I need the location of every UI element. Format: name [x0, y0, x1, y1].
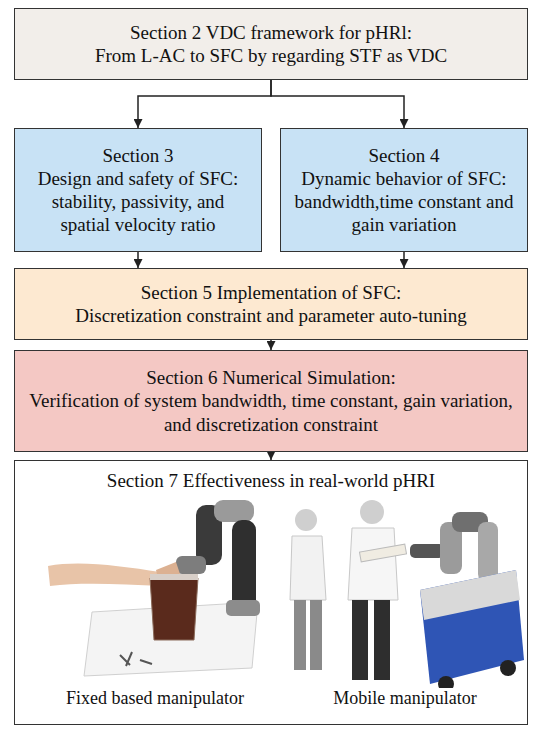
person-leg — [310, 600, 322, 670]
cup-rim — [150, 574, 198, 580]
wheel — [500, 660, 516, 676]
section-box: Section 5 Implementation of SFC:Discreti… — [14, 268, 528, 340]
person-head — [360, 500, 384, 524]
flow-arrow — [403, 252, 405, 268]
section-body: Dynamic behavior of SFC: bandwidth,time … — [293, 167, 515, 237]
robot-link — [478, 522, 498, 582]
text-group: Section 2 VDC framework for pHRl:From L-… — [15, 21, 527, 67]
section-box: Section 6 Numerical Simulation:Verificat… — [14, 350, 528, 452]
section-body: Discretization constraint and parameter … — [27, 304, 515, 327]
mobile-base — [420, 570, 524, 684]
human-arm — [48, 564, 162, 586]
robot-base — [226, 600, 260, 616]
section-body: Verification of system bandwidth, time c… — [27, 389, 515, 435]
text-group: Section 5 Implementation of SFC:Discreti… — [15, 281, 527, 327]
section-heading: Section 2 VDC framework for pHRl: — [27, 21, 515, 44]
person-head — [295, 509, 317, 531]
photo-caption: Fixed based manipulator — [64, 688, 246, 710]
photo-caption: Mobile manipulator — [331, 688, 478, 710]
section-heading: Section 5 Implementation of SFC: — [27, 281, 515, 304]
robot-link — [232, 520, 256, 610]
gripper — [410, 544, 444, 558]
gripper — [176, 556, 206, 574]
section-heading: Section 6 Numerical Simulation: — [27, 366, 515, 389]
text-group: Section 6 Numerical Simulation:Verificat… — [15, 366, 527, 436]
person-leg — [374, 600, 390, 680]
fixed-manipulator-photo — [48, 500, 260, 676]
section-box: Section 2 VDC framework for pHRl:From L-… — [14, 8, 528, 80]
mobile-manipulator-photo — [290, 500, 524, 692]
section-heading: Section 7 Effectiveness in real-world pH… — [27, 469, 515, 492]
person-body — [290, 536, 326, 600]
handed-object — [359, 544, 406, 562]
section-box: Section 4Dynamic behavior of SFC: bandwi… — [280, 128, 528, 252]
text-group: Section 7 Effectiveness in real-world pH… — [15, 469, 527, 492]
flow-arrow — [137, 252, 139, 268]
person-leg — [294, 600, 306, 670]
mobile-base-top — [420, 570, 520, 620]
section-box: Section 3Design and safety of SFC: stabi… — [14, 128, 262, 252]
text-group: Section 3Design and safety of SFC: stabi… — [15, 144, 261, 237]
section-body: Design and safety of SFC: stability, pas… — [27, 167, 249, 237]
sensor-cable — [120, 652, 152, 666]
flow-arrow — [270, 452, 272, 460]
section-body: From L-AC to SFC by regarding STF as VDC — [27, 44, 515, 67]
flow-arrow — [138, 80, 271, 128]
drink-cup — [150, 578, 198, 640]
flow-arrow — [270, 340, 272, 350]
flow-arrow — [271, 80, 404, 128]
section-box: Section 7 Effectiveness in real-world pH… — [14, 460, 528, 725]
person-leg — [352, 600, 368, 680]
robot-joint — [214, 500, 254, 522]
section-heading: Section 4 — [293, 144, 515, 167]
person-body — [348, 528, 398, 600]
section-heading: Section 3 — [27, 144, 249, 167]
text-group: Section 4Dynamic behavior of SFC: bandwi… — [281, 144, 527, 237]
